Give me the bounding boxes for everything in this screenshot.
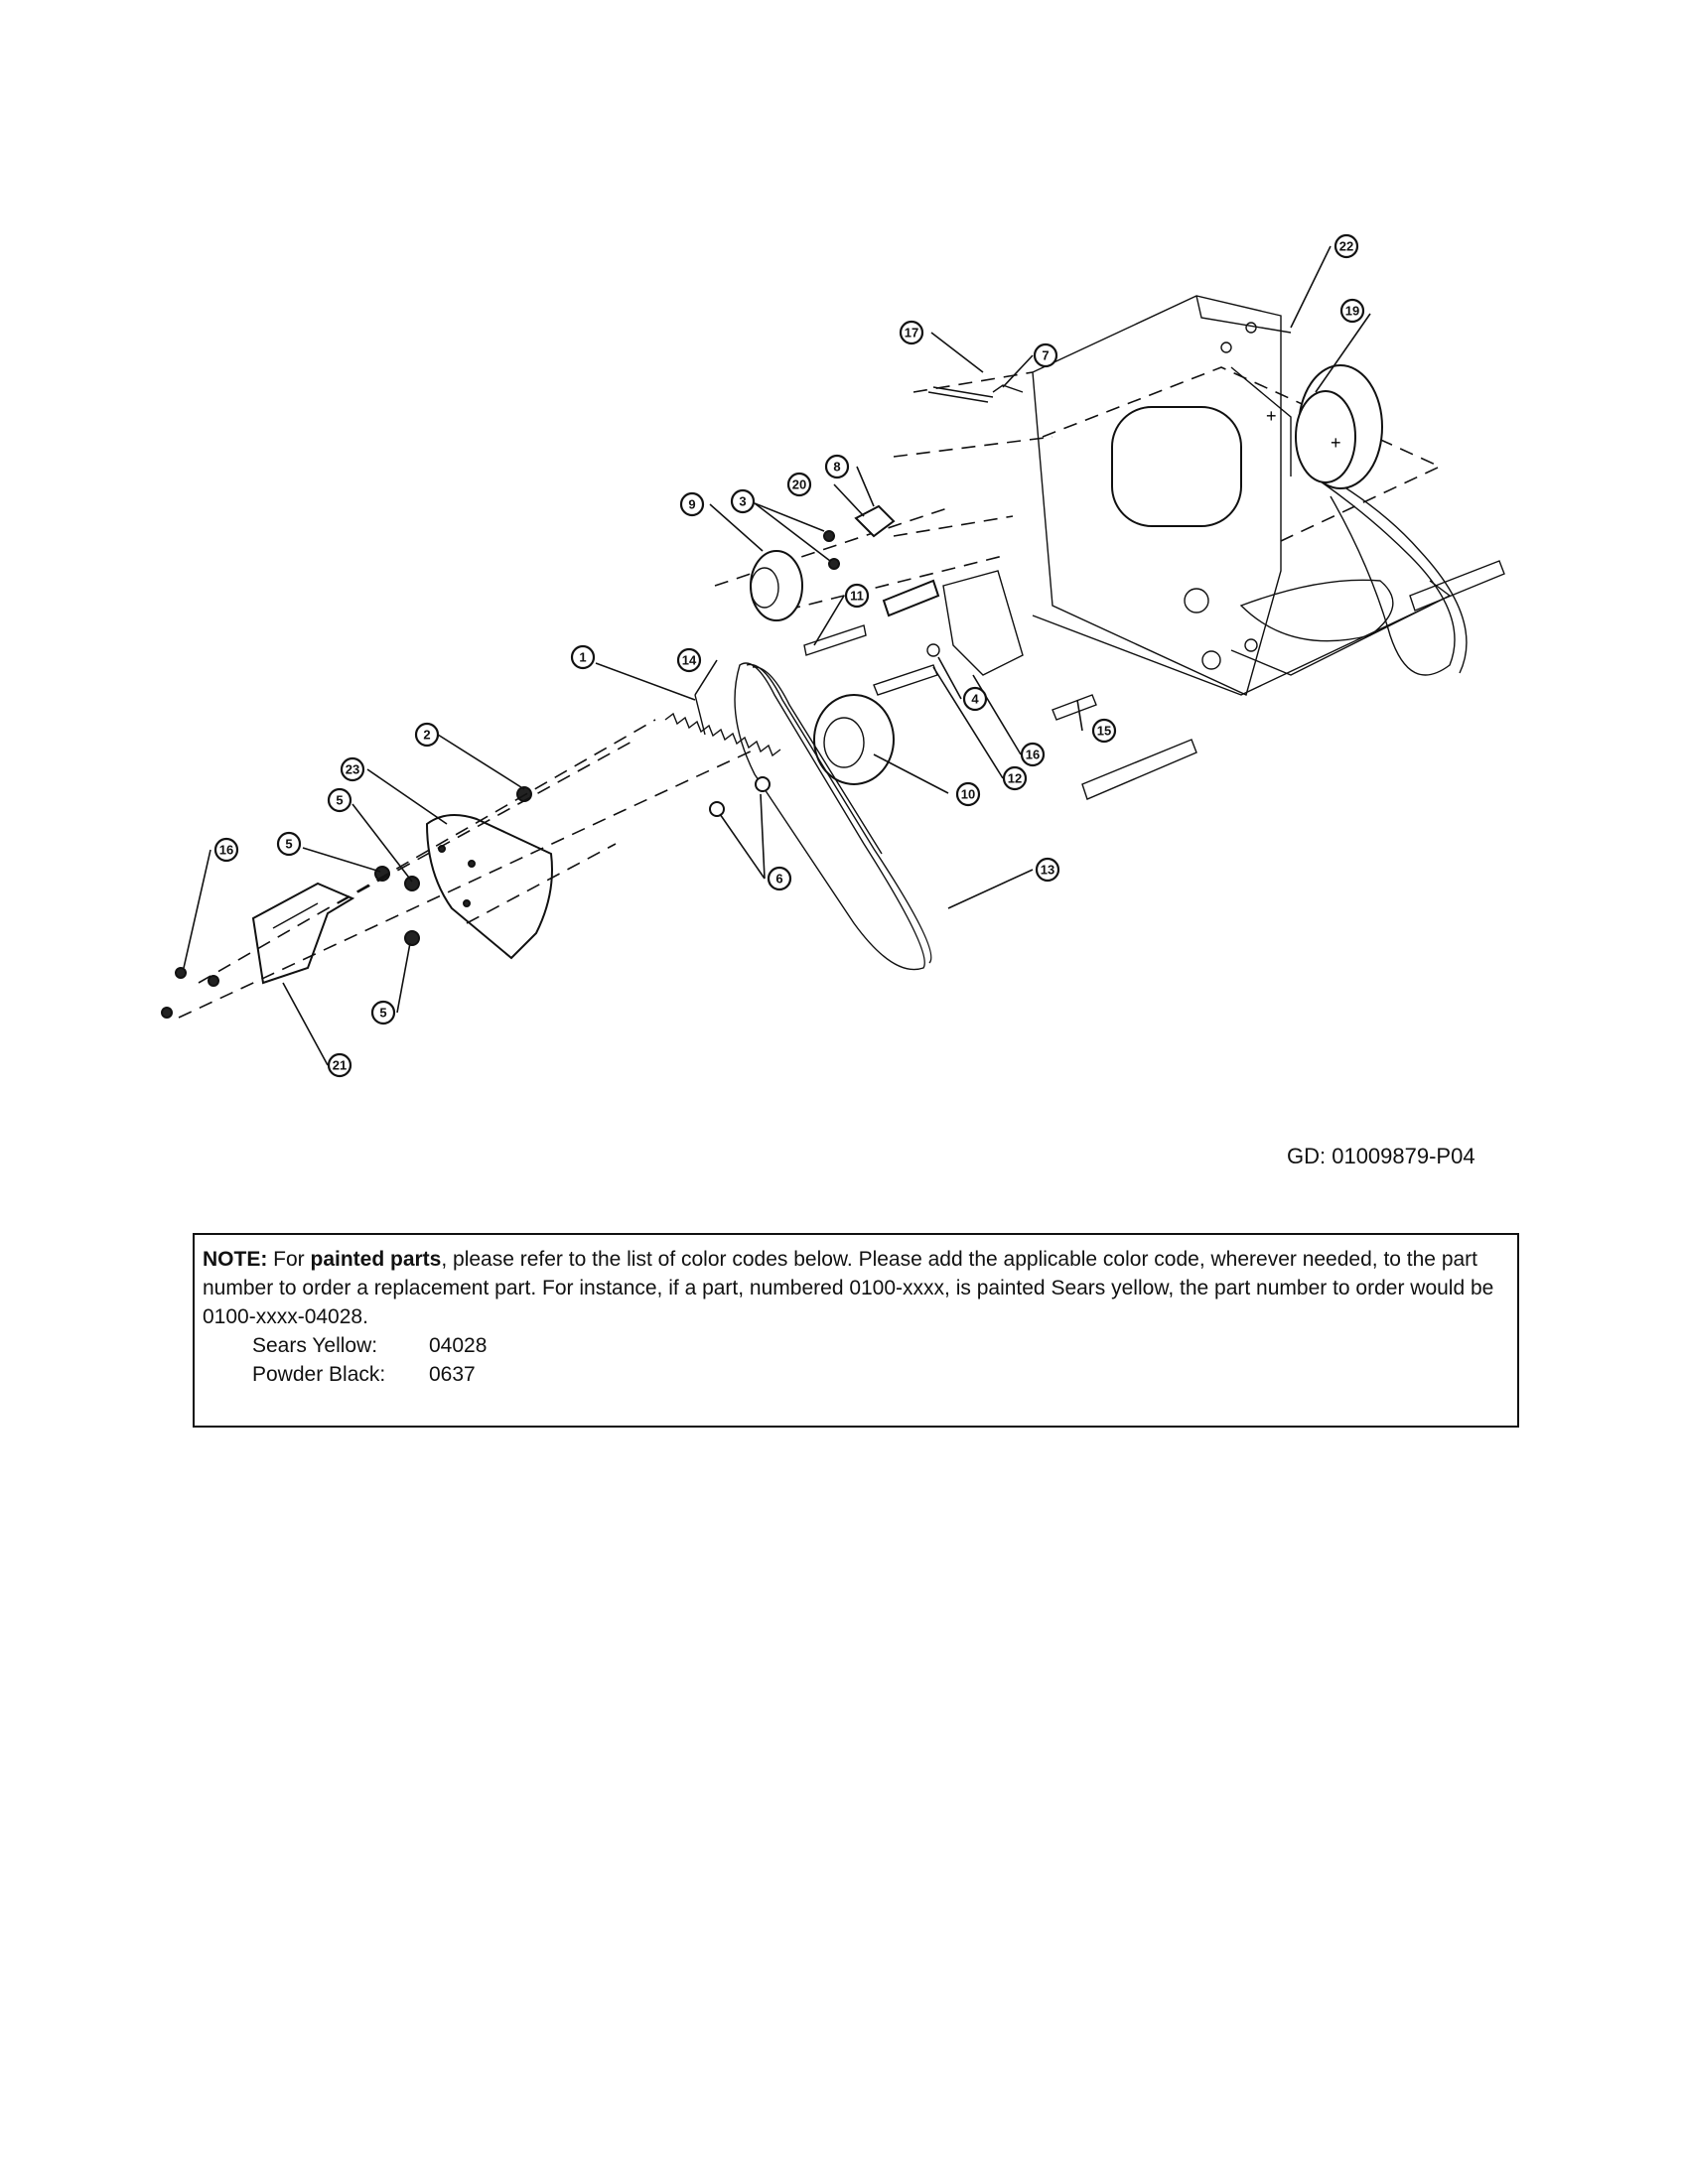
svg-text:5: 5 <box>285 837 292 852</box>
callout-12: 12 <box>1002 765 1028 791</box>
note-box: NOTE: For painted parts, please refer to… <box>193 1233 1519 1428</box>
svg-text:19: 19 <box>1345 304 1359 319</box>
callout-3: 3 <box>730 488 756 514</box>
callout-16: 16 <box>1020 742 1046 767</box>
svg-text:16: 16 <box>219 843 233 858</box>
callout-14: 14 <box>676 647 702 673</box>
note-emphasis: painted parts <box>310 1248 442 1271</box>
svg-text:11: 11 <box>850 589 864 604</box>
belt-guard <box>161 719 756 1019</box>
svg-text:15: 15 <box>1097 724 1111 739</box>
svg-text:22: 22 <box>1339 239 1353 254</box>
svg-text:16: 16 <box>1026 748 1040 762</box>
callout-17: 17 <box>899 320 924 345</box>
note-paragraph: NOTE: For painted parts, please refer to… <box>203 1245 1509 1331</box>
exploded-parts-diagram: + + <box>161 233 1505 1078</box>
callout-23: 23 <box>340 756 365 782</box>
svg-text:6: 6 <box>775 872 782 887</box>
mid-parts <box>714 384 1097 785</box>
svg-text:12: 12 <box>1008 771 1022 786</box>
svg-text:20: 20 <box>792 478 806 492</box>
svg-text:14: 14 <box>682 653 697 668</box>
callout-1: 1 <box>570 644 596 670</box>
svg-text:9: 9 <box>688 497 695 512</box>
callout-4: 4 <box>962 686 988 712</box>
callout-7: 7 <box>1033 342 1058 368</box>
leader-lines <box>183 245 1371 1066</box>
svg-text:5: 5 <box>379 1006 386 1021</box>
callout-5: 5 <box>276 831 302 857</box>
svg-text:13: 13 <box>1041 863 1054 878</box>
svg-text:+: + <box>1266 406 1277 426</box>
color-code: 04028 <box>429 1334 488 1357</box>
callout-11: 11 <box>844 583 870 609</box>
svg-text:10: 10 <box>961 787 975 802</box>
callout-16: 16 <box>213 837 239 863</box>
callout-19: 19 <box>1339 298 1365 324</box>
callout-10: 10 <box>955 781 981 807</box>
color-code-row: Powder Black: 0637 <box>203 1360 1509 1389</box>
callout-5: 5 <box>370 1000 396 1025</box>
note-label: NOTE: <box>203 1248 268 1271</box>
frame-housing: + + <box>912 295 1505 800</box>
svg-text:21: 21 <box>333 1058 347 1073</box>
svg-text:4: 4 <box>971 692 979 707</box>
callout-13: 13 <box>1035 857 1060 883</box>
color-code-row: Sears Yellow: 04028 <box>203 1331 1509 1360</box>
color-code: 0637 <box>429 1363 476 1386</box>
callout-22: 22 <box>1333 233 1359 259</box>
svg-text:23: 23 <box>346 762 359 777</box>
svg-text:7: 7 <box>1042 348 1049 363</box>
callout-8: 8 <box>824 454 850 479</box>
note-text-after: , please refer to the list of color code… <box>203 1248 1494 1328</box>
callout-9: 9 <box>679 491 705 517</box>
svg-text:5: 5 <box>336 793 343 808</box>
color-name: Sears Yellow: <box>252 1334 378 1357</box>
note-text-before: For <box>267 1248 311 1271</box>
svg-text:17: 17 <box>905 326 918 341</box>
callout-2: 2 <box>414 722 440 748</box>
svg-text:8: 8 <box>833 460 840 475</box>
callout-5: 5 <box>327 787 352 813</box>
v-belt <box>734 662 932 971</box>
svg-text:3: 3 <box>739 494 746 509</box>
callout-20: 20 <box>786 472 812 497</box>
svg-text:2: 2 <box>423 728 430 743</box>
callout-15: 15 <box>1091 718 1117 744</box>
svg-text:1: 1 <box>579 650 586 665</box>
callout-6: 6 <box>767 866 792 891</box>
diagram-code: GD: 01009879-P04 <box>1287 1144 1475 1168</box>
svg-text:+: + <box>1331 433 1341 453</box>
spring <box>664 694 781 817</box>
color-name: Powder Black: <box>252 1363 386 1386</box>
callout-21: 21 <box>327 1052 352 1078</box>
